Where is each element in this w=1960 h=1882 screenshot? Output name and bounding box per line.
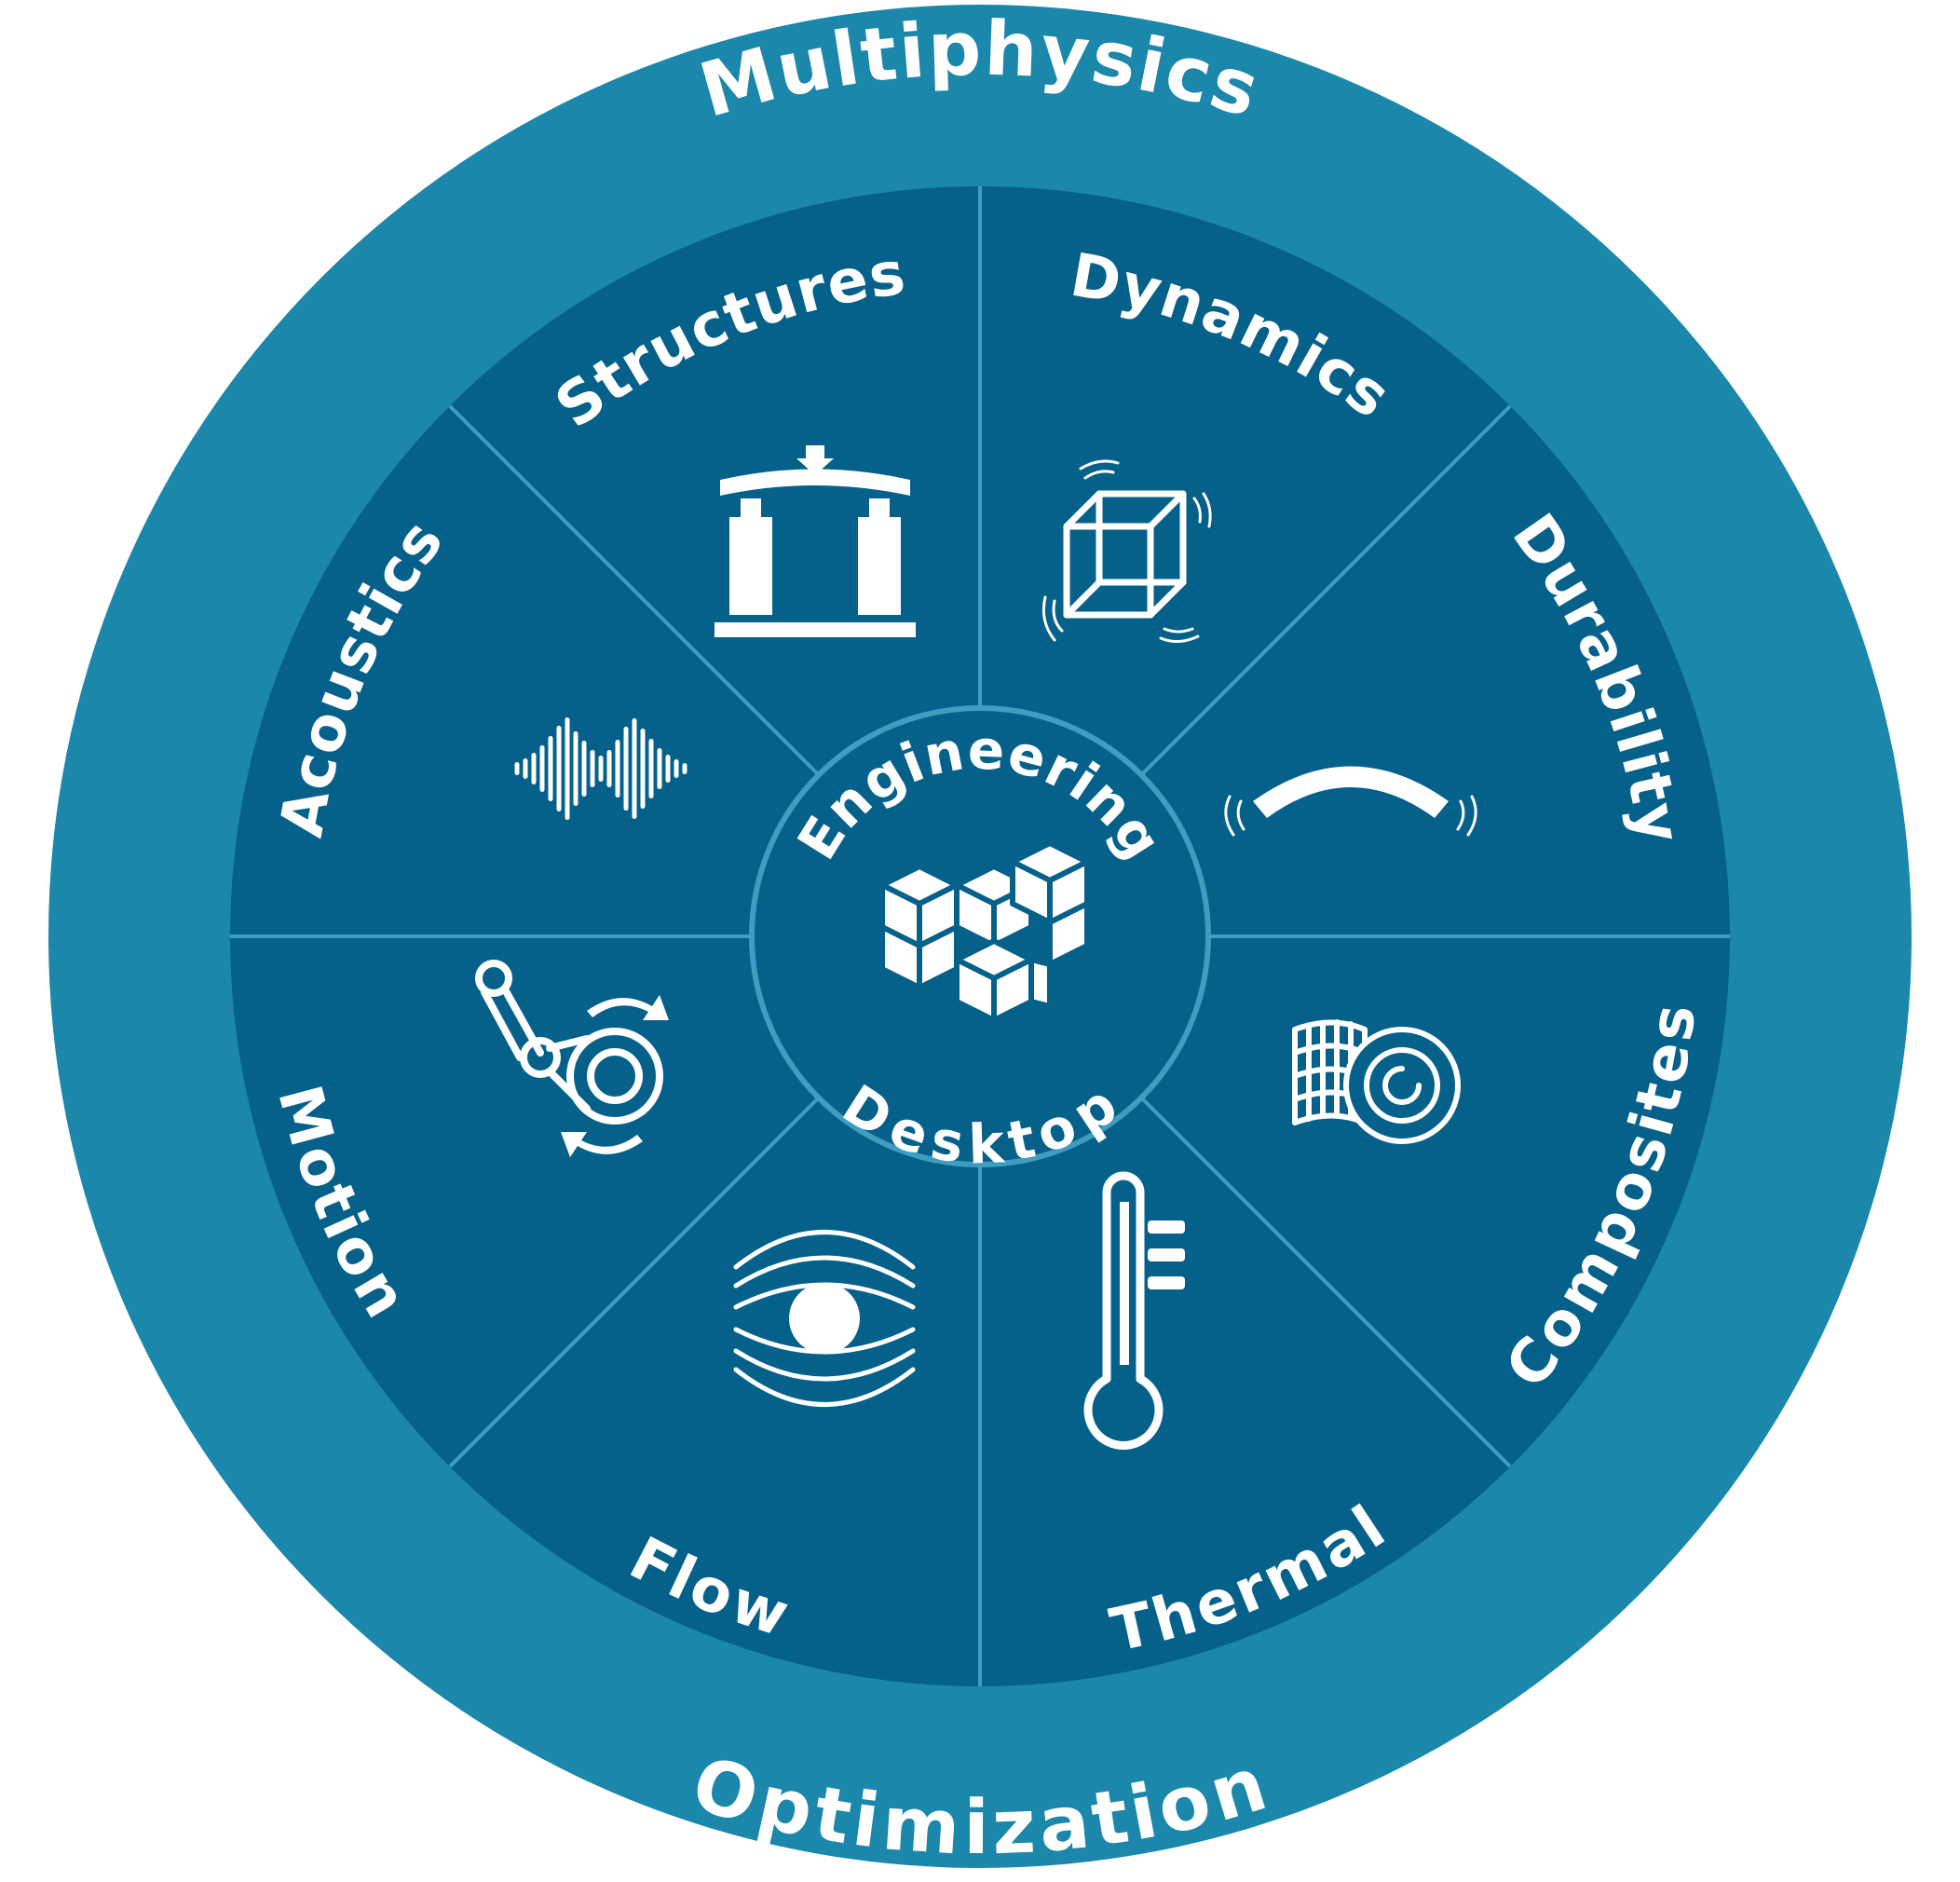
sound-wave-bar bbox=[573, 731, 578, 806]
sound-wave-bar bbox=[539, 745, 545, 792]
sound-wave-bar bbox=[648, 739, 654, 798]
thermometer-icon bbox=[1083, 1171, 1185, 1450]
beam-load-icon bbox=[715, 445, 916, 637]
sound-wave-bar bbox=[590, 750, 595, 787]
sound-wave-bar bbox=[674, 759, 679, 778]
sound-wave-bar bbox=[581, 741, 587, 797]
sound-wave-bar bbox=[514, 762, 520, 775]
sound-wave-bar bbox=[640, 729, 646, 809]
sound-wave-bar bbox=[565, 717, 570, 820]
sound-wave-bar bbox=[548, 736, 553, 801]
sound-wave-bar bbox=[665, 755, 671, 783]
vibrating-cube-icon bbox=[1041, 459, 1212, 643]
sound-wave-bar bbox=[632, 718, 637, 819]
sound-wave-bar bbox=[606, 750, 612, 787]
sound-wave-bar bbox=[531, 753, 537, 784]
sound-wave-bar bbox=[598, 756, 604, 782]
cubes-icon bbox=[879, 840, 1090, 1023]
flow-cylinder-icon bbox=[733, 1230, 916, 1407]
linkage-rotation-icon bbox=[475, 960, 669, 1157]
sound-wave-bar bbox=[556, 726, 562, 811]
fiber-roll-icon bbox=[1292, 1019, 1461, 1144]
segment-dividers bbox=[230, 186, 1730, 1686]
cracked-arc-icon bbox=[1224, 741, 1477, 837]
sound-wave-icon bbox=[514, 717, 687, 820]
sound-wave-bar bbox=[623, 727, 629, 811]
sound-wave-bar bbox=[657, 748, 662, 789]
sound-wave-bar bbox=[523, 758, 528, 779]
sound-wave-bar bbox=[682, 763, 687, 774]
sound-wave-bar bbox=[615, 740, 620, 798]
